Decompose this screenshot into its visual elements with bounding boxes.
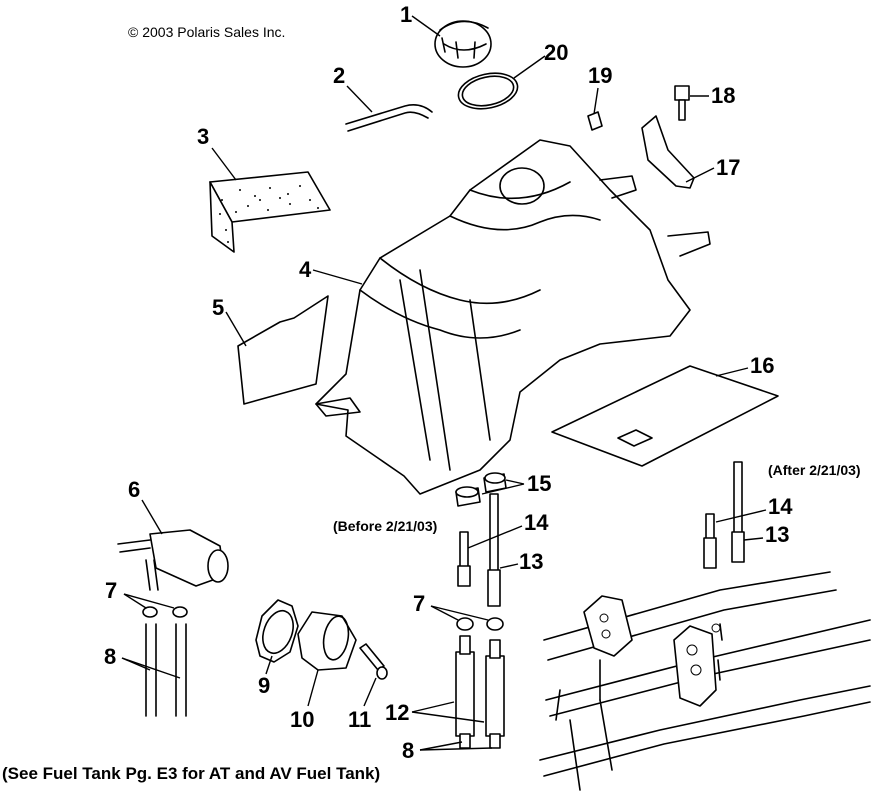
fuel-tank-part <box>315 139 711 495</box>
fuel-cap-part <box>434 20 492 68</box>
before-date-note: (Before 2/21/03) <box>333 518 437 534</box>
callout-18: 18 <box>711 83 735 108</box>
fitting-part <box>587 111 603 131</box>
sender-cup-part <box>297 611 357 671</box>
callout-9: 9 <box>258 673 270 698</box>
tank-pad-part <box>551 365 779 467</box>
callout-14b: 14 <box>768 494 793 519</box>
callout-8b: 8 <box>402 738 414 763</box>
fuel-filter-part <box>117 529 229 591</box>
o-ring-part <box>457 72 519 110</box>
hoses-left-part <box>145 623 187 717</box>
callout-15: 15 <box>527 471 551 496</box>
callout-7a: 7 <box>105 578 117 603</box>
vent-hose-part <box>345 104 433 132</box>
screw-part <box>359 643 388 680</box>
callout-12: 12 <box>385 700 409 725</box>
bolt-part <box>674 85 690 121</box>
callout-20: 20 <box>544 40 568 65</box>
callout-6: 6 <box>128 477 140 502</box>
callout-7b: 7 <box>413 591 425 616</box>
fuel-line-after-part <box>703 461 745 569</box>
hoses-center-part <box>455 635 505 749</box>
callout-5: 5 <box>212 295 224 320</box>
callout-8a: 8 <box>104 644 116 669</box>
callout-1: 1 <box>400 2 412 27</box>
callout-3: 3 <box>197 124 209 149</box>
after-date-note: (After 2/21/03) <box>768 462 861 478</box>
callout-2: 2 <box>333 63 345 88</box>
copyright-text: © 2003 Polaris Sales Inc. <box>128 24 285 40</box>
grommets-part <box>455 472 507 507</box>
clamps-center-part <box>456 617 504 631</box>
lock-ring-part <box>255 599 299 663</box>
callout-16: 16 <box>750 353 774 378</box>
clamps-left-part <box>142 606 188 618</box>
frame-part <box>539 571 871 791</box>
callout-11: 11 <box>348 707 371 732</box>
pad-part <box>237 295 329 405</box>
footer-note: (See Fuel Tank Pg. E3 for AT and AV Fuel… <box>2 764 380 783</box>
callout-4: 4 <box>299 257 312 282</box>
heat-shield-part <box>209 171 331 253</box>
callout-17: 17 <box>716 155 740 180</box>
callout-10: 10 <box>290 707 314 732</box>
bracket-part <box>641 115 695 189</box>
callout-19: 19 <box>588 63 612 88</box>
callout-14a: 14 <box>524 510 549 535</box>
callout-13b: 13 <box>765 522 789 547</box>
fuel-line-before-part <box>457 493 501 607</box>
callout-13a: 13 <box>519 549 543 574</box>
